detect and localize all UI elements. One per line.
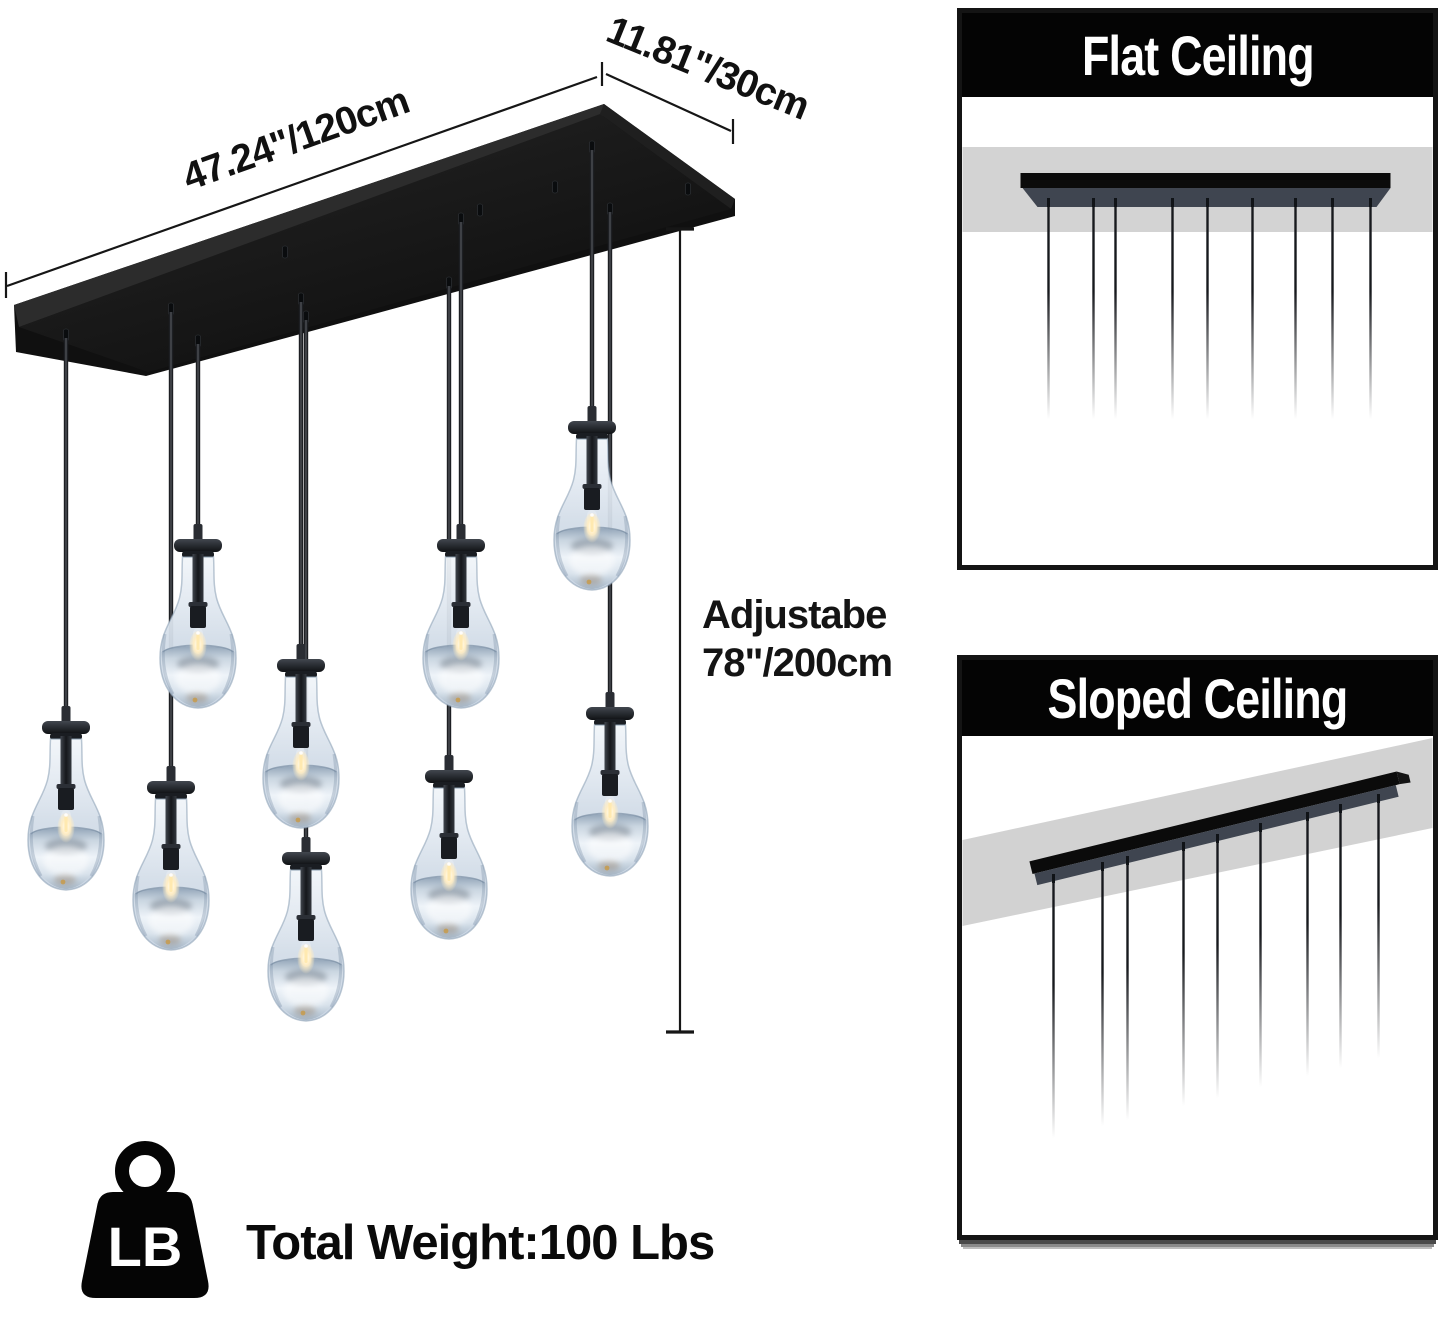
total-weight-label: Total Weight:100 Lbs [246, 1216, 714, 1270]
pendant-light [554, 406, 630, 590]
dimension-annotations [4, 62, 735, 1034]
hanging-cords [1052, 803, 1380, 1138]
sloped-ceiling-header: Sloped Ceiling [962, 660, 1433, 736]
pendant-light [263, 644, 339, 828]
cord-grommets [1047, 198, 1372, 207]
flat-ceiling-illustration [962, 147, 1433, 419]
panel-title: Flat Ceiling [1081, 23, 1315, 87]
pendant-light [133, 766, 209, 950]
adjustable-height-label-line2: 78"/200cm [702, 641, 892, 685]
canopy-bar [1020, 173, 1391, 207]
flat-ceiling-panel: Flat Ceiling [957, 8, 1438, 570]
pendant-light [423, 524, 499, 708]
ceiling-canopy [14, 104, 735, 376]
cord-grommets [1052, 794, 1380, 883]
pendants [28, 406, 648, 1021]
pendant-light [28, 706, 104, 890]
product-illustration: 47.24"/120cm 11.81"/30cm Adjustabe 78"/2… [4, 8, 893, 1298]
pendant-light [572, 692, 648, 876]
weight-spec: LB Total Weight:100 Lbs [81, 1141, 715, 1298]
pendant-light [268, 837, 344, 1021]
flat-ceiling-header: Flat Ceiling [962, 13, 1433, 97]
adjustable-height-label-line1: Adjustabe [702, 593, 886, 637]
weight-icon: LB [81, 1141, 209, 1298]
sloped-ceiling-illustration [962, 738, 1433, 1138]
weight-badge-label: LB [108, 1215, 183, 1278]
hanging-cords [1047, 207, 1372, 419]
width-dimension-label: 11.81"/30cm [601, 8, 815, 128]
sloped-ceiling-panel: Sloped Ceiling [957, 655, 1438, 1240]
pendant-light [411, 755, 487, 939]
panel-title: Sloped Ceiling [1047, 666, 1349, 730]
